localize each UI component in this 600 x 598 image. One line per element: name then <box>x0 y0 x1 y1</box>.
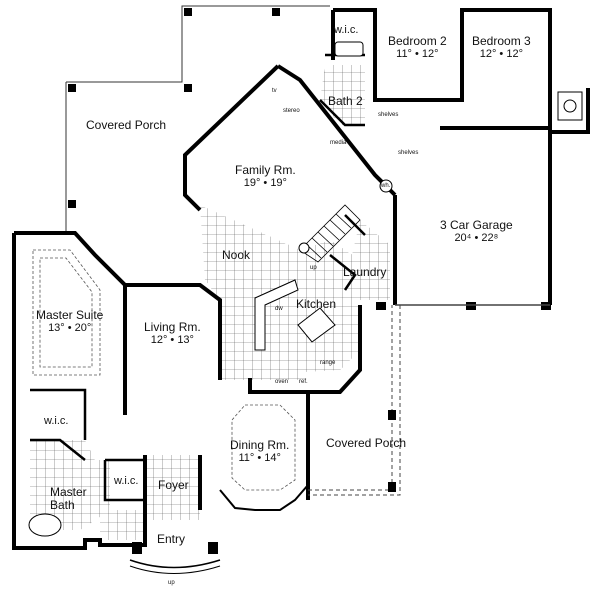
fixture-dishwasher: dw <box>275 306 283 312</box>
kitchen-island <box>297 307 336 343</box>
room-name: w.i.c. <box>44 415 69 427</box>
water-heater <box>379 179 393 193</box>
room-covered-porch-front: Covered Porch <box>326 434 406 452</box>
room-name: Laundry <box>343 265 387 279</box>
fixture-media: media <box>330 140 347 146</box>
fixture-shelves-1: shelves <box>378 112 399 118</box>
fixture-range: range <box>320 360 336 366</box>
master-tray-ceiling <box>32 249 101 376</box>
room-name: Master Suite <box>36 308 104 322</box>
room-entry: Entry <box>157 530 185 548</box>
kitchen-counter <box>254 279 299 351</box>
fixture-water-heater: wh. <box>381 183 391 189</box>
fixture-stereo: stereo <box>283 108 300 114</box>
room-laundry: Laundry <box>343 263 386 281</box>
room-wic-master-1: w.i.c. <box>44 411 68 429</box>
room-name: Living Rm. <box>144 320 201 334</box>
room-wic-bed2: w.i.c. <box>334 20 358 38</box>
room-name: Kitchen <box>296 297 337 311</box>
room-living: Living Rm. 12° • 13° <box>144 320 201 347</box>
fixture-up-stairs: up <box>310 265 317 271</box>
column-round <box>298 242 310 254</box>
dining-bay-window <box>219 484 309 511</box>
room-foyer: Foyer <box>158 476 189 494</box>
room-name: Family Rm. <box>235 163 296 177</box>
room-name: Master Bath <box>50 485 87 512</box>
room-name: Foyer <box>158 478 189 492</box>
room-dims: 12° • 12° <box>479 48 523 60</box>
room-bedroom-2: Bedroom 2 11° • 12° <box>388 34 447 61</box>
room-name: Bath 2 <box>328 94 363 108</box>
fixture-shelves-2: shelves <box>398 150 419 156</box>
room-name: Covered Porch <box>86 118 167 132</box>
foyer-tile <box>145 455 200 520</box>
room-name: 3 Car Garage <box>440 218 513 232</box>
room-name: w.i.c. <box>114 475 139 487</box>
room-covered-porch-rear: Covered Porch <box>86 116 166 134</box>
room-kitchen: Kitchen <box>296 295 336 313</box>
room-dims: 12° • 13° <box>150 334 194 346</box>
master-tub <box>28 513 62 537</box>
entry-column-right <box>208 542 218 554</box>
room-bath-2: Bath 2 <box>328 92 363 110</box>
room-master-bath: Master Bath <box>50 486 100 512</box>
entry-arc <box>129 559 221 569</box>
master-bath-tile <box>30 440 110 530</box>
room-nook: Nook <box>222 246 250 264</box>
room-name: Bedroom 3 <box>472 34 531 48</box>
stairs <box>299 204 361 263</box>
room-name: w.i.c. <box>334 24 359 36</box>
porch-columns <box>68 8 280 208</box>
room-name: Dining Rm. <box>230 438 290 452</box>
room-name: Bedroom 2 <box>388 34 447 48</box>
entry-column-left <box>132 542 142 554</box>
rear-covered-porch-outline <box>65 5 330 232</box>
room-dining: Dining Rm. 11° • 14° <box>230 438 289 465</box>
room-name: Entry <box>157 532 186 546</box>
bath2-tub <box>334 41 364 57</box>
laundry-tile <box>345 220 390 300</box>
room-dims: 20⁴ • 22⁸ <box>454 232 499 244</box>
room-bedroom-3: Bedroom 3 12° • 12° <box>472 34 531 61</box>
room-master-suite: Master Suite 13° • 20° <box>36 308 103 335</box>
fixture-oven: oven <box>275 379 289 385</box>
front-porch-columns <box>376 302 551 492</box>
dining-tray-ceiling <box>231 404 296 491</box>
room-name: Nook <box>222 248 251 262</box>
room-wic-master-2: w.i.c. <box>114 471 138 489</box>
fixture-tv: tv <box>272 88 277 94</box>
room-family: Family Rm. 19° • 19° <box>235 163 296 190</box>
fixture-up-entry: up <box>168 580 175 586</box>
room-dims: 11° • 14° <box>238 452 281 464</box>
room-dims: 11° • 12° <box>396 48 439 60</box>
fixture-refrigerator: ref. <box>299 379 308 385</box>
room-garage: 3 Car Garage 20⁴ • 22⁸ <box>440 218 513 245</box>
room-name: Covered Porch <box>326 436 407 450</box>
wc-tile <box>100 510 145 540</box>
room-dims: 13° • 20° <box>48 322 92 334</box>
room-dims: 19° • 19° <box>243 177 287 189</box>
